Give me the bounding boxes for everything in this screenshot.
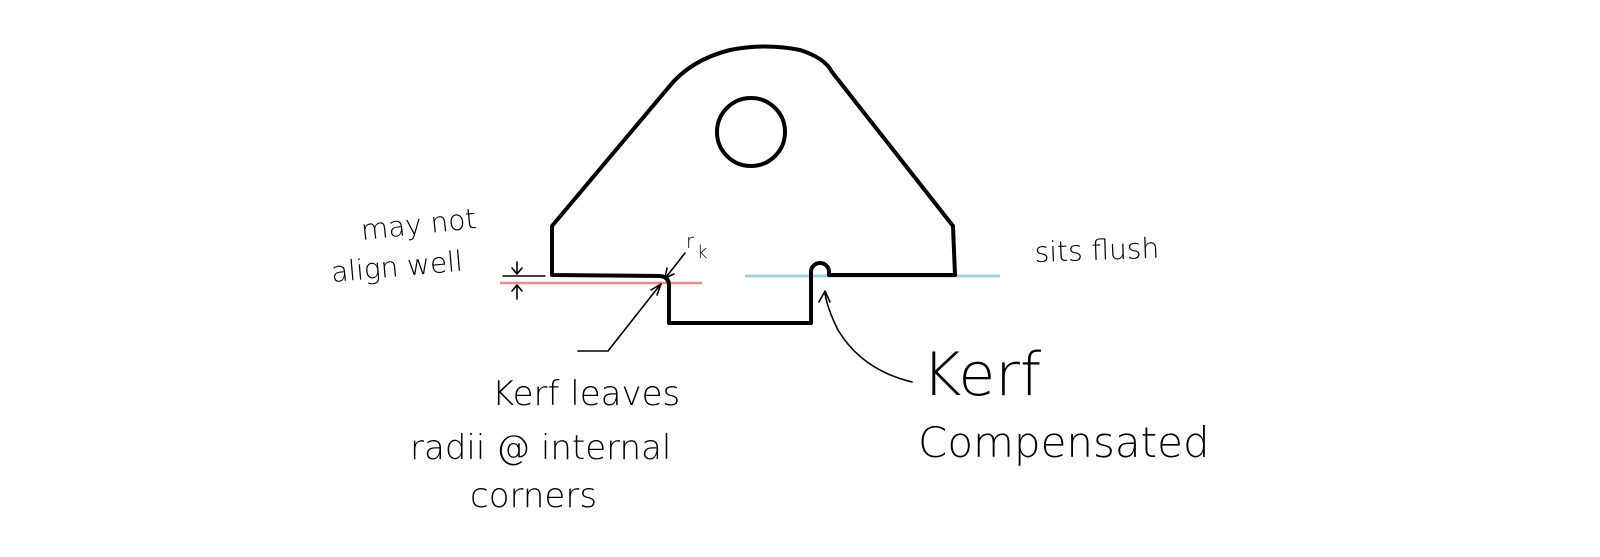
kerf-radius-leader: [577, 283, 662, 352]
label-kerf: Kerf: [922, 340, 1041, 410]
radius-leader: [664, 252, 686, 279]
label-radius-r: r: [686, 229, 695, 253]
label-compensated: Compensated: [918, 418, 1210, 467]
label-align-well: align well: [330, 245, 464, 289]
mounting-hole: [715, 96, 787, 168]
label-radius-sub-k: k: [697, 242, 707, 263]
part-outline: [550, 44, 957, 325]
label-may-not: may not: [359, 202, 478, 247]
kerf-compensated-leader: [818, 290, 913, 383]
label-kerf-leaves: Kerf leaves: [492, 374, 680, 414]
label-corners: corners: [470, 476, 597, 516]
misalignment-dimension: [502, 261, 546, 300]
label-sits-flush: sits flush: [1034, 232, 1160, 269]
label-radii-internal: radii @ internal: [410, 428, 671, 468]
